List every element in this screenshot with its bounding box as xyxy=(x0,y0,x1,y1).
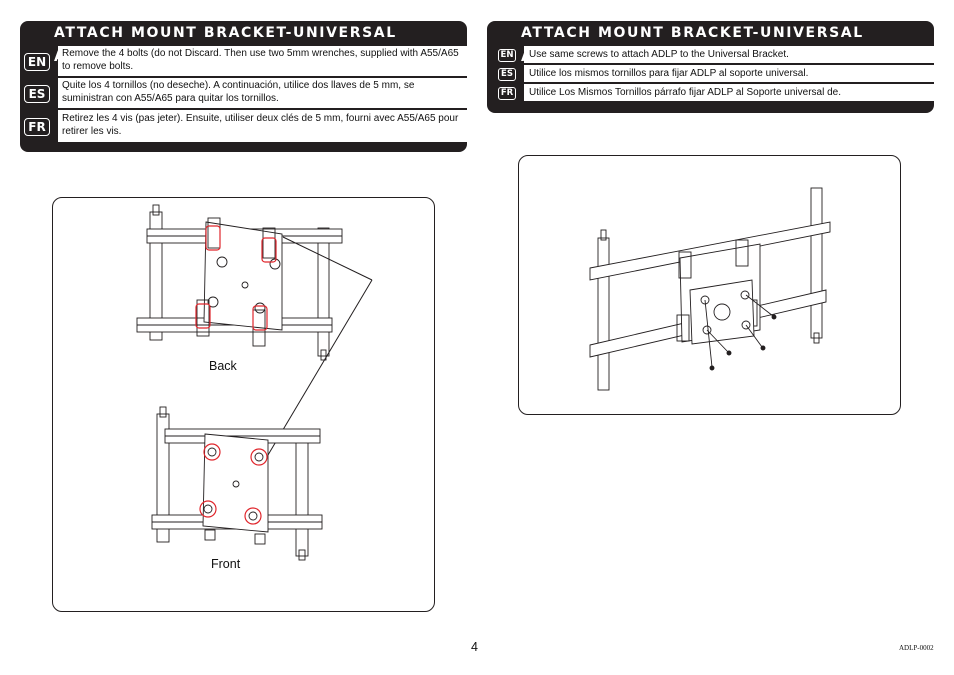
lang-badge-fr: FR xyxy=(24,118,50,136)
left-row-es: ES Quite los 4 tornillos (no deseche). A… xyxy=(20,78,467,109)
left-row-en: EN Remove the 4 bolts (do not Discard. T… xyxy=(20,46,467,77)
lang-badge-en: EN xyxy=(24,53,50,71)
right-instruction-panel: ATTACH MOUNT BRACKET-UNIVERSAL ADAPTER E… xyxy=(487,21,934,113)
lang-badge-en: EN xyxy=(498,49,516,62)
front-view-label: Front xyxy=(211,557,241,571)
lang-badge-es: ES xyxy=(24,85,50,103)
left-row-text-en: Remove the 4 bolts (do not Discard. Then… xyxy=(58,46,467,77)
left-row-fr: FR Retirez les 4 vis (pas jeter). Ensuit… xyxy=(20,110,467,143)
right-row-text-fr: Utilice Los Mismos Tornillos párrafo fij… xyxy=(524,84,934,102)
left-row-text-es: Quite los 4 tornillos (no deseche). A co… xyxy=(58,78,467,109)
document-id: ADLP-0002 xyxy=(899,644,934,652)
right-row-en: EN Use same screws to attach ADLP to the… xyxy=(487,46,934,64)
right-row-text-en: Use same screws to attach ADLP to the Un… xyxy=(524,46,934,64)
lang-badge-fr: FR xyxy=(498,87,516,100)
lang-badge-es: ES xyxy=(498,68,516,81)
page-number: 4 xyxy=(471,640,478,654)
right-row-es: ES Utilice los mismos tornillos para fij… xyxy=(487,65,934,83)
right-row-text-es: Utilice los mismos tornillos para fijar … xyxy=(524,65,934,83)
right-row-fr: FR Utilice Los Mismos Tornillos párrafo … xyxy=(487,84,934,102)
left-instruction-panel: ATTACH MOUNT BRACKET-UNIVERSAL ADAPTER E… xyxy=(20,21,467,152)
back-view-label: Back xyxy=(209,359,237,373)
left-row-text-fr: Retirez les 4 vis (pas jeter). Ensuite, … xyxy=(58,110,467,143)
